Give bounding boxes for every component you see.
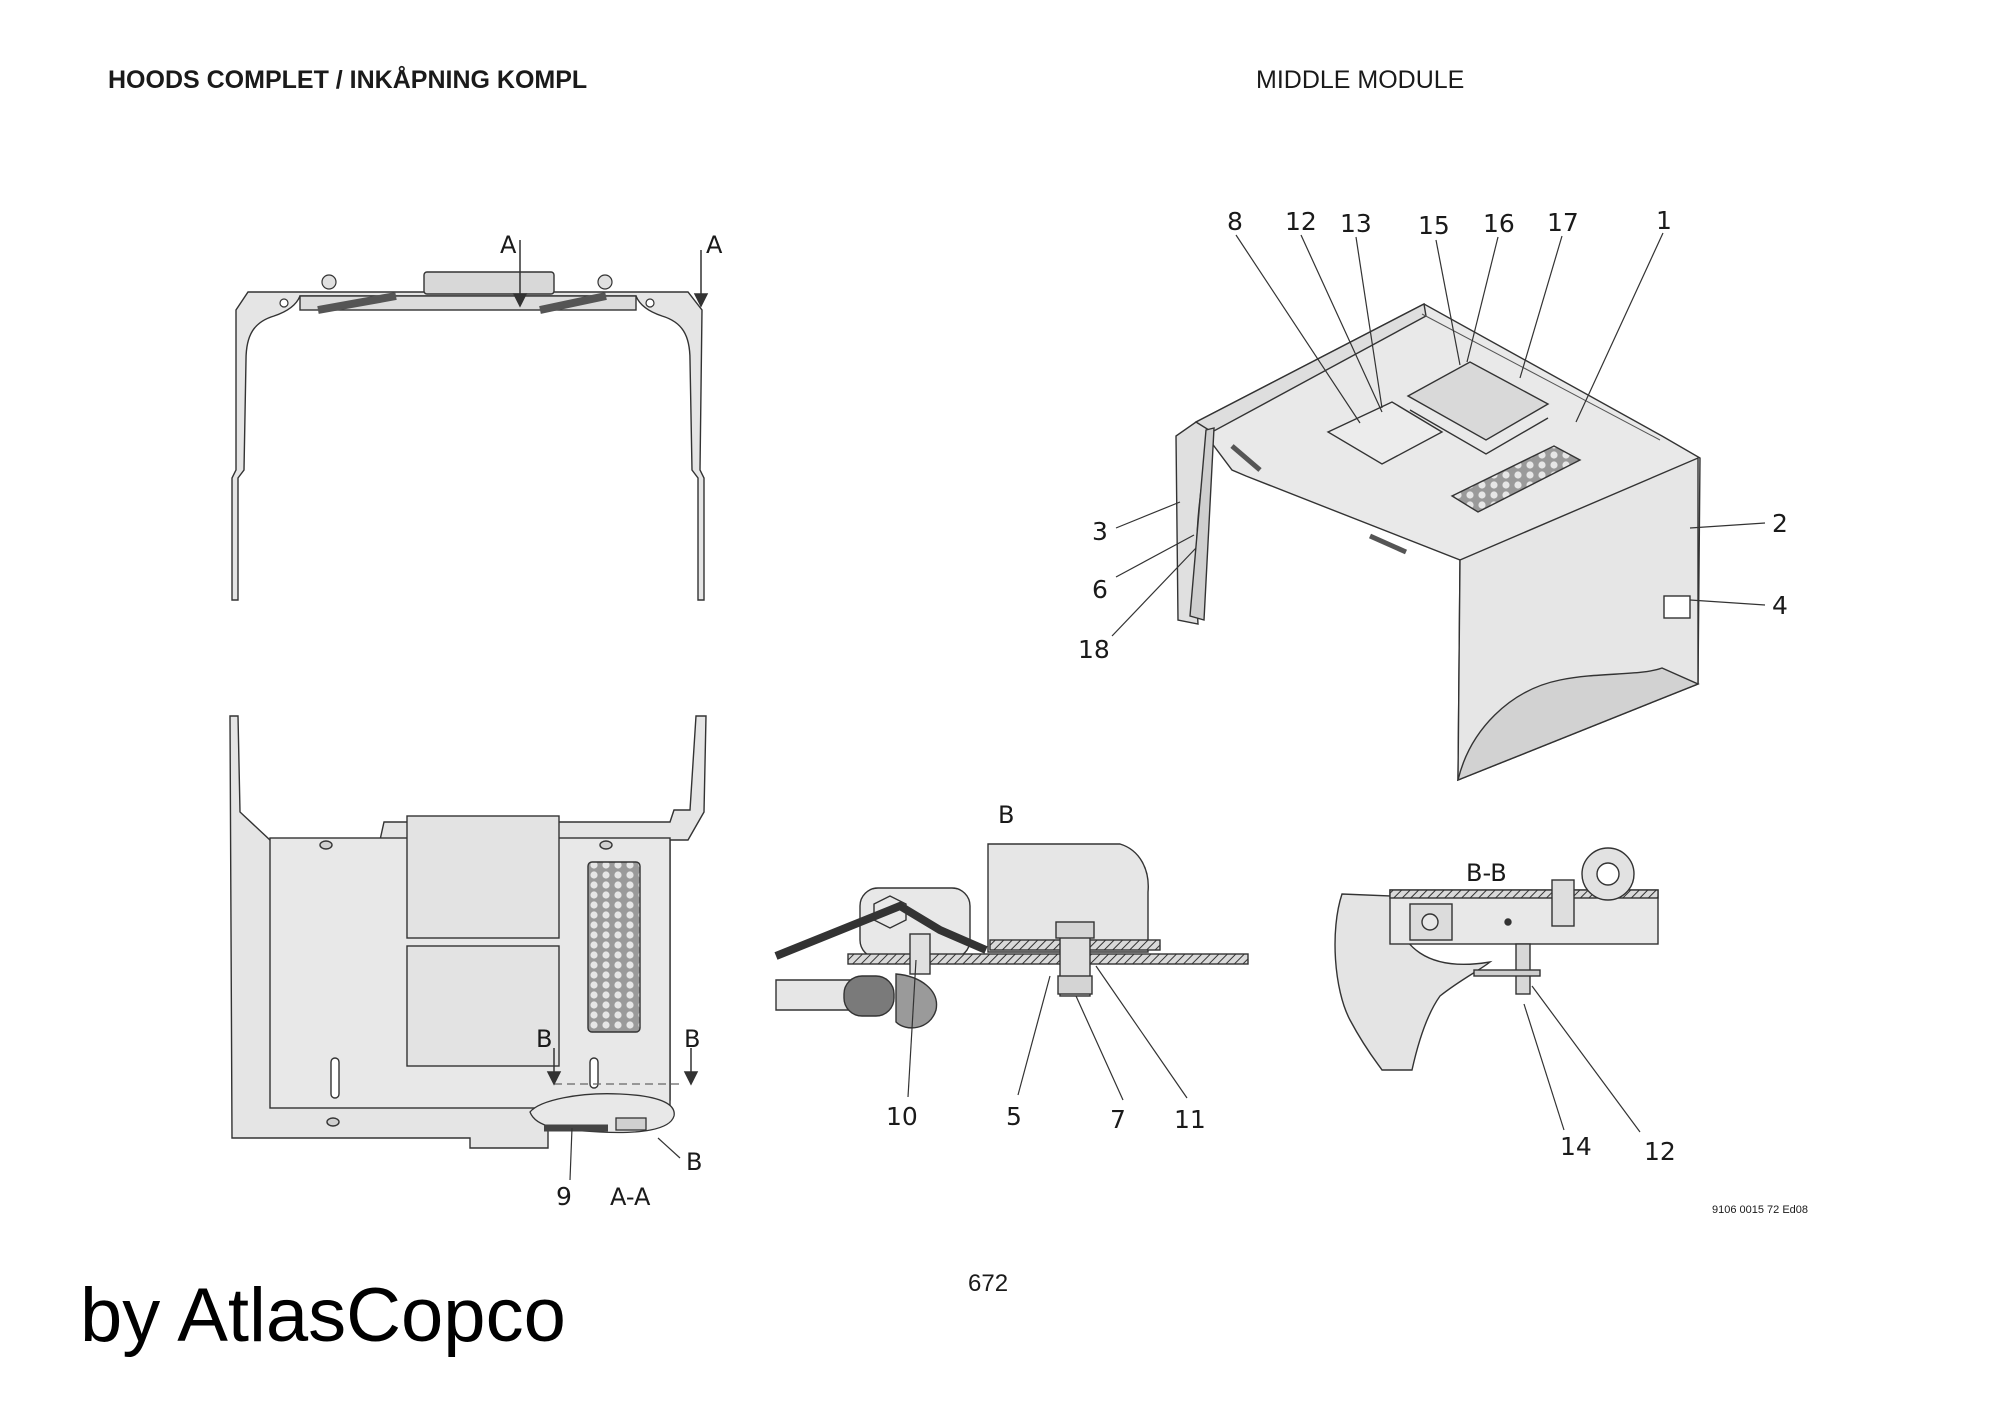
section-a-label-left: A (500, 231, 517, 259)
callout-2: 2 (1772, 509, 1788, 538)
section-aa-label: A-A (610, 1183, 651, 1211)
callout-14: 14 (1560, 1132, 1592, 1161)
callout-6: 6 (1092, 575, 1108, 604)
iso-cutout (1663, 595, 1691, 619)
callout-11: 11 (1174, 1105, 1206, 1134)
callout-3: 3 (1092, 517, 1108, 546)
detail-b-label: B (998, 801, 1014, 829)
front-view-struts (279, 274, 655, 314)
section-bb-label: B-B (1466, 859, 1507, 887)
detail-b (774, 843, 1249, 1029)
callout-8: 8 (1227, 207, 1243, 236)
iso-leader-lines (1111, 232, 1766, 637)
callout-9: 9 (556, 1182, 572, 1211)
page-title: HOODS COMPLET / INKÅPNING KOMPL (108, 66, 588, 94)
callout-10: 10 (886, 1102, 918, 1131)
section-arrow-a-left (512, 240, 528, 308)
section-b-label-right: B (684, 1025, 700, 1053)
callout-18: 18 (1078, 635, 1110, 664)
iso-vent-mesh (1450, 445, 1582, 513)
section-arrow-b-right (683, 1048, 699, 1086)
section-a-label-right: A (706, 231, 723, 259)
callout-13: 13 (1340, 209, 1372, 238)
callout-16: 16 (1483, 209, 1515, 238)
detail-b-leaders (907, 959, 1188, 1101)
front-view (231, 271, 705, 601)
callout-5: 5 (1006, 1102, 1022, 1131)
section-arrow-a-right (693, 250, 709, 308)
module-title: MIDDLE MODULE (1256, 66, 1465, 94)
iso-module (1175, 302, 1701, 782)
section-arrow-b-left (546, 1048, 562, 1086)
callout-1: 1 (1656, 206, 1672, 235)
vent-mesh (587, 861, 641, 1033)
top-view (229, 715, 707, 1149)
callout-15: 15 (1418, 211, 1450, 240)
callout-12-top: 12 (1285, 207, 1317, 236)
callout-17: 17 (1547, 208, 1579, 237)
page-number: 672 (968, 1270, 1009, 1297)
brand-watermark: by AtlasCopco (80, 1273, 566, 1358)
document-number: 9106 0015 72 Ed08 (1712, 1204, 1809, 1216)
section-bb-leaders (1523, 985, 1641, 1133)
callout-4: 4 (1772, 591, 1788, 620)
callout-7: 7 (1110, 1105, 1126, 1134)
section-b-label-left: B (536, 1025, 552, 1053)
callout-12-bottom: 12 (1644, 1137, 1676, 1166)
detail-b-marker: B (686, 1148, 702, 1176)
top-view-bracket-detail (529, 1083, 680, 1134)
section-bb (1334, 847, 1659, 1071)
